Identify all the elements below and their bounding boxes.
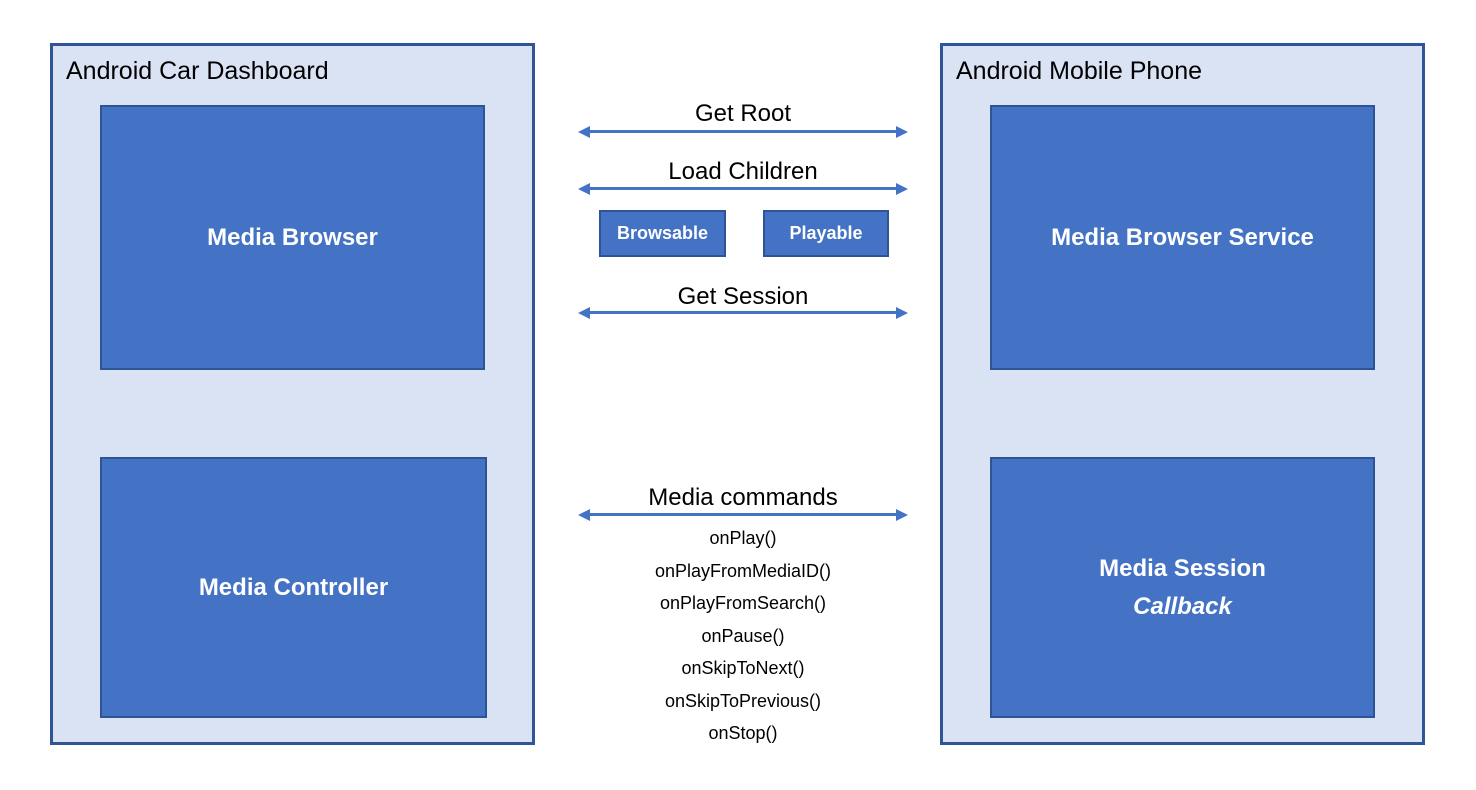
arrowhead-left-icon	[578, 306, 590, 319]
get-root-arrow	[578, 125, 908, 138]
browsable-label: Browsable	[616, 223, 709, 243]
media-session-label: Media Session	[1099, 554, 1266, 582]
tag-browsable: Browsable	[599, 210, 726, 257]
media-controller-label: Media Controller	[198, 573, 389, 601]
arrowhead-right-icon	[896, 182, 908, 195]
get-root-label: Get Root	[694, 100, 792, 127]
command-item: onStop()	[708, 723, 778, 743]
media-browser-service-label: Media Browser Service	[1051, 223, 1314, 251]
media-commands-list: onPlay() onPlayFromMediaID() onPlayFromS…	[578, 522, 908, 750]
arrowhead-left-icon	[578, 182, 590, 195]
playable-label: Playable	[789, 223, 863, 243]
command-item: onSkipToNext()	[681, 658, 805, 678]
command-item: onPlay()	[709, 528, 777, 548]
get-session-arrow	[578, 306, 908, 319]
right-panel-title: Android Mobile Phone	[956, 57, 1202, 85]
load-children-arrow	[578, 182, 908, 195]
left-panel-title: Android Car Dashboard	[66, 57, 329, 85]
load-children-label: Load Children	[668, 158, 818, 185]
command-item: onPlayFromMediaID()	[654, 560, 832, 581]
command-item: onPause()	[701, 625, 785, 646]
tag-playable: Playable	[763, 210, 889, 257]
node-media-browser-service: Media Browser Service	[990, 105, 1375, 370]
node-media-browser: Media Browser	[100, 105, 485, 370]
arrow-line	[590, 130, 896, 133]
arrowhead-left-icon	[578, 508, 590, 521]
arrow-line	[590, 311, 896, 314]
command-item: onPlayFromSearch()	[659, 593, 827, 613]
arrow-line	[590, 187, 896, 190]
arrowhead-right-icon	[896, 125, 908, 138]
arrowhead-left-icon	[578, 125, 590, 138]
arrowhead-right-icon	[896, 306, 908, 319]
node-media-session-callback: Media Session Callback	[990, 457, 1375, 718]
command-item: onSkipToPrevious()	[664, 690, 822, 711]
media-commands-arrow	[578, 508, 908, 521]
media-commands-label: Media commands	[648, 484, 838, 511]
arrow-line	[590, 513, 896, 516]
get-session-label: Get Session	[677, 283, 809, 310]
arrowhead-right-icon	[896, 508, 908, 521]
media-browser-label: Media Browser	[207, 223, 378, 251]
node-media-controller: Media Controller	[100, 457, 487, 718]
media-session-callback-label: Callback	[1133, 592, 1232, 620]
